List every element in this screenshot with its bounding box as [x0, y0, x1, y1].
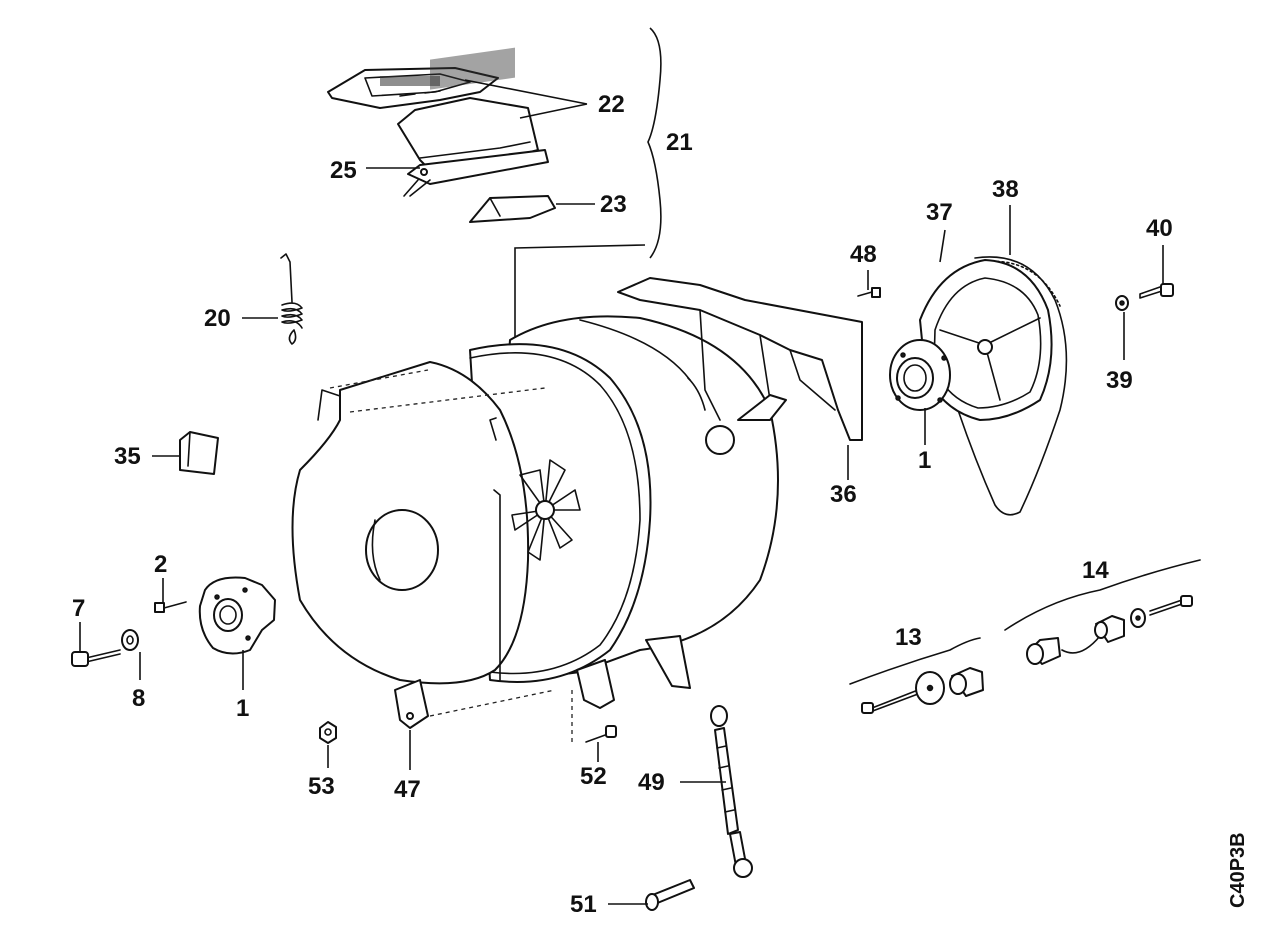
callout-36: 36 — [830, 481, 857, 508]
callout-1-right: 1 — [918, 447, 931, 474]
callout-35: 35 — [114, 443, 141, 470]
callout-13: 13 — [895, 624, 922, 651]
callout-23: 23 — [600, 191, 627, 218]
part-48-screw[interactable] — [857, 287, 881, 298]
callout-38: 38 — [992, 176, 1019, 203]
callout-labels: 22 21 25 23 20 35 36 37 38 48 40 39 1 1 … — [72, 91, 1173, 918]
part-22-filter-cover-lower[interactable] — [397, 47, 549, 185]
part-14-fixing-kit[interactable] — [1004, 559, 1201, 665]
callout-20: 20 — [204, 305, 231, 332]
group-21-brace — [647, 27, 662, 259]
part-25-screw[interactable] — [403, 168, 431, 197]
part-36-rear-bracket[interactable] — [617, 277, 863, 455]
part-52-screw[interactable] — [585, 725, 617, 743]
callout-1-left: 1 — [236, 695, 249, 722]
callout-22: 22 — [598, 91, 625, 118]
part-40-bolt[interactable] — [1139, 283, 1174, 299]
callout-37: 37 — [926, 199, 953, 226]
callout-14: 14 — [1082, 557, 1109, 584]
part-23-duct[interactable] — [469, 195, 556, 223]
part-8-washer[interactable] — [121, 629, 139, 651]
callout-49: 49 — [638, 769, 665, 796]
part-13-fixing-kit[interactable] — [849, 637, 984, 714]
part-49-shock-absorber[interactable] — [710, 705, 753, 878]
part-7-bolt[interactable] — [71, 649, 121, 667]
part-20-spring[interactable] — [280, 253, 303, 345]
callout-leaders — [79, 79, 1164, 905]
callout-40: 40 — [1146, 215, 1173, 242]
part-22-filter-cover-top[interactable] — [327, 67, 499, 109]
callout-53: 53 — [308, 773, 335, 800]
callout-39: 39 — [1106, 367, 1133, 394]
callout-21: 21 — [666, 129, 693, 156]
part-39-washer[interactable] — [1115, 295, 1129, 311]
callout-51: 51 — [570, 891, 597, 918]
callout-25: 25 — [330, 157, 357, 184]
drawing-code: C40P3B — [1227, 832, 1249, 908]
callout-7: 7 — [72, 595, 85, 622]
part-53-nut[interactable] — [319, 721, 337, 744]
callout-8: 8 — [132, 685, 145, 712]
part-1-bearing-housing-left[interactable] — [198, 576, 276, 655]
tub-fan-blades — [511, 459, 581, 561]
part-37-drum-pulley[interactable] — [919, 259, 1053, 421]
assembly-guide-lines — [329, 369, 573, 742]
part-1-bearing-housing-right[interactable] — [889, 339, 951, 411]
callout-2: 2 — [154, 551, 167, 578]
callout-47: 47 — [394, 776, 421, 803]
callout-52: 52 — [580, 763, 607, 790]
part-35-counterweight-block[interactable] — [179, 431, 219, 475]
callout-48: 48 — [850, 241, 877, 268]
part-2-screw[interactable] — [154, 601, 187, 613]
tub-assembly[interactable] — [291, 315, 779, 685]
tub-mounting-feet — [394, 635, 691, 729]
part-51-pin[interactable] — [645, 879, 695, 911]
